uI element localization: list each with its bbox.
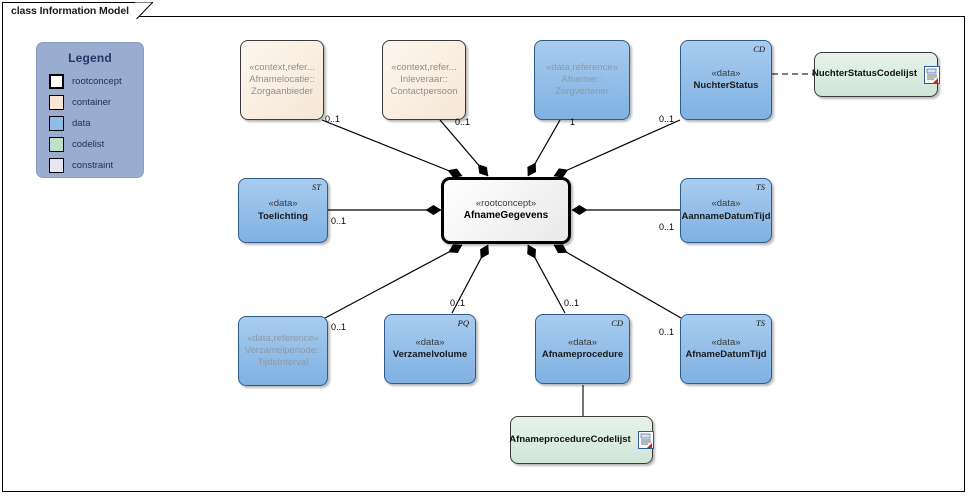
legend-label-constraint: constraint xyxy=(72,159,114,171)
multiplicity-afnameprocedure: 0..1 xyxy=(564,298,580,308)
node-afnameprocedure[interactable]: CD «data» Afnameprocedure xyxy=(535,314,630,384)
node-afnamelocatie-zorgaanbieder[interactable]: «context,refer... Afnamelocatie:: Zorgaa… xyxy=(240,40,324,120)
node-afnamegegevens[interactable]: «rootconcept» AfnameGegevens xyxy=(441,177,571,244)
node-stereotype: «data» xyxy=(711,67,741,79)
node-name-line2: Zorgverlener xyxy=(555,86,609,98)
node-inleveraar-contactpersoon[interactable]: «context,refer... Inleveraar:: Contactpe… xyxy=(382,40,466,120)
node-afnamedatumtijd[interactable]: TS «data» AfnameDatumTijd xyxy=(680,314,772,384)
node-name-line2: TijdsInterval xyxy=(257,357,309,369)
node-stereotype: «data» xyxy=(415,336,445,348)
legend-label-container: container xyxy=(72,96,112,108)
node-name-line1: NuchterStatus xyxy=(693,80,759,91)
legend-item-container: container xyxy=(49,93,143,111)
multiplicity-verzamelperiode: 0..1 xyxy=(331,322,347,332)
legend-swatch-rootconcept xyxy=(49,73,64,89)
node-toelichting[interactable]: ST «data» Toelichting xyxy=(238,178,328,243)
legend-item-constraint: constraint xyxy=(49,156,143,174)
node-name-line1: AfnameGegevens xyxy=(463,210,549,222)
node-name-line1: Afnemer:: xyxy=(561,73,603,85)
node-verzamelvolume[interactable]: PQ «data» Verzamelvolume xyxy=(384,314,476,384)
node-name-line1: AannameDatumTijd xyxy=(681,210,771,222)
node-name-line1: NuchterStatusCodelijst xyxy=(811,68,918,80)
legend-swatch-codelist xyxy=(49,136,64,152)
legend-panel: Legend rootconcept container data codeli… xyxy=(36,42,144,178)
node-nuchterstatuscodelijst[interactable]: NuchterStatusCodelijst xyxy=(811,52,941,97)
multiplicity-aannamedatumtijd: 0..1 xyxy=(659,222,675,232)
node-afnameprocedurecodelijst[interactable]: AfnameprocedureCodelijst xyxy=(509,416,654,464)
node-stereotype: «data,reference» xyxy=(546,61,618,73)
legend-list: rootconcept container data codelist cons… xyxy=(37,72,143,174)
node-verzamelperiode-tijdsinterval[interactable]: «data,reference» Verzamelperiode:: Tijds… xyxy=(238,316,328,386)
node-stereotype: «context,refer... xyxy=(249,61,315,73)
multiplicity-afnamelocatie: 0..1 xyxy=(325,114,341,124)
node-stereotype: «data» xyxy=(711,198,741,210)
node-name-line1: Afnamelocatie:: xyxy=(249,73,315,85)
legend-label-data: data xyxy=(72,117,91,129)
legend-label-codelist: codelist xyxy=(72,138,105,150)
multiplicity-toelichting: 0..1 xyxy=(331,216,347,226)
diagram-title-tab: class Information Model xyxy=(2,2,136,19)
node-type-tag: TS xyxy=(756,182,765,192)
multiplicity-nuchterstatus: 0..1 xyxy=(659,114,675,124)
node-name-line1: AfnameprocedureCodelijst xyxy=(509,433,631,445)
node-stereotype: «data» xyxy=(567,336,598,348)
title-tab-slant-icon xyxy=(134,2,153,20)
node-type-tag: PQ xyxy=(457,318,469,328)
legend-item-data: data xyxy=(49,114,143,132)
node-name-line1: Verzamelvolume xyxy=(392,349,468,360)
node-name-line1: Inleveraar:: xyxy=(400,73,448,85)
node-name-line1: Verzamelperiode:: xyxy=(244,344,322,356)
node-name-line1: Afnameprocedure xyxy=(541,349,624,360)
node-stereotype: «data» xyxy=(268,198,298,210)
node-afnemer-zorgverlener[interactable]: «data,reference» Afnemer:: Zorgverlener xyxy=(534,40,630,120)
node-type-tag: CD xyxy=(753,44,765,54)
legend-item-codelist: codelist xyxy=(49,135,143,153)
node-aannamedatumtijd[interactable]: TS «data» AannameDatumTijd xyxy=(680,178,772,243)
legend-swatch-container xyxy=(49,94,64,110)
legend-label-rootconcept: rootconcept xyxy=(72,75,122,87)
multiplicity-afnemer: 1 xyxy=(570,117,576,127)
node-name-line2: Contactpersoon xyxy=(390,86,458,98)
node-stereotype: «data» xyxy=(711,336,741,348)
node-name-line1: AfnameDatumTijd xyxy=(685,349,767,360)
diagram-title: class Information Model xyxy=(11,5,129,17)
multiplicity-verzamelvolume: 0..1 xyxy=(450,298,466,308)
node-type-tag: ST xyxy=(312,182,321,192)
node-stereotype: «data,reference» xyxy=(247,332,319,344)
legend-item-rootconcept: rootconcept xyxy=(49,72,143,90)
node-stereotype: «rootconcept» xyxy=(475,198,537,210)
multiplicity-afnamedatumtijd: 0..1 xyxy=(659,327,675,337)
document-icon xyxy=(924,65,941,84)
node-nuchterstatus[interactable]: CD «data» NuchterStatus xyxy=(680,40,772,120)
legend-swatch-data xyxy=(49,115,64,131)
node-type-tag: CD xyxy=(611,318,623,328)
node-type-tag: TS xyxy=(756,318,765,328)
node-name-line1: Toelichting xyxy=(258,210,308,222)
node-stereotype: «context,refer... xyxy=(391,61,457,73)
document-icon xyxy=(637,431,654,449)
node-name-line2: Zorgaanbieder xyxy=(251,86,313,98)
multiplicity-inleveraar: 0..1 xyxy=(455,117,471,127)
legend-title: Legend xyxy=(68,51,112,65)
legend-swatch-constraint xyxy=(49,157,64,173)
